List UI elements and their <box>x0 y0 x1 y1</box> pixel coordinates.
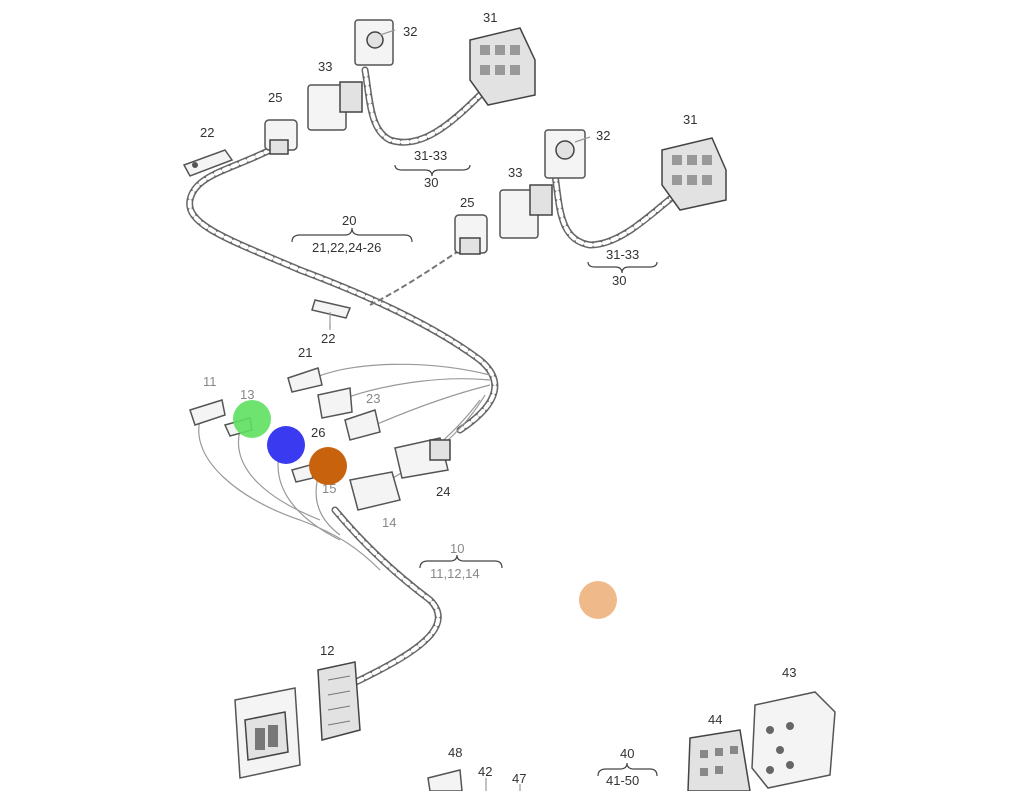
label-10: 10 <box>450 541 464 556</box>
leader-lines <box>329 29 591 330</box>
blue-marker <box>267 426 305 464</box>
label-41-50: 41-50 <box>606 773 639 788</box>
brace-30-top <box>394 164 471 177</box>
label-48: 48 <box>448 745 462 760</box>
label-47: 47 <box>512 771 526 786</box>
part-31-top <box>469 27 536 106</box>
label-12: 12 <box>320 643 334 658</box>
peach-marker <box>579 581 617 619</box>
label-32-mid: 32 <box>596 128 610 143</box>
brace-20 <box>291 227 413 243</box>
upper-harness-branch-2 <box>551 171 679 249</box>
orange-marker <box>309 447 347 485</box>
label-31-33-top: 31-33 <box>414 148 447 163</box>
label-14: 14 <box>382 515 396 530</box>
label-25-mid: 25 <box>460 195 474 210</box>
part-32-mid <box>544 129 586 179</box>
brace-30-mid <box>587 261 658 274</box>
label-24: 24 <box>436 484 450 499</box>
part-21 <box>287 367 323 393</box>
label-20: 20 <box>342 213 356 228</box>
label-33-top: 33 <box>318 59 332 74</box>
upper-harness-branch-1 <box>361 66 484 146</box>
label-26: 26 <box>311 425 325 440</box>
label-22-top: 22 <box>200 125 214 140</box>
label-40: 40 <box>620 746 634 761</box>
label-32-top: 32 <box>403 24 417 39</box>
part-22-top <box>182 149 234 177</box>
label-42: 42 <box>478 764 492 779</box>
label-23: 23 <box>366 391 380 406</box>
label-31-33-mid: 31-33 <box>606 247 639 262</box>
green-marker <box>233 400 271 438</box>
label-43: 43 <box>782 665 796 680</box>
label-11-12-14: 11,12,14 <box>430 566 480 581</box>
label-13: 13 <box>240 387 254 402</box>
label-22-mid: 22 <box>321 331 335 346</box>
part-33-mid <box>499 184 553 239</box>
brace-40 <box>597 762 658 777</box>
switch-panel <box>234 687 301 779</box>
part-44-base <box>687 729 751 791</box>
part-43-relay <box>751 691 836 789</box>
part-labels: 22 25 33 32 31 31-33 30 20 21,22,24-26 2… <box>200 10 796 788</box>
part-48 <box>427 769 463 791</box>
branch-wire-25 <box>369 249 461 306</box>
part-25-top <box>264 119 298 155</box>
part-32-top <box>354 19 394 66</box>
label-31-top: 31 <box>483 10 497 25</box>
part-22-mid <box>311 299 352 328</box>
brace-10 <box>419 554 503 569</box>
label-25-top: 25 <box>268 90 282 105</box>
label-21-22-24-26: 21,22,24-26 <box>312 240 381 255</box>
part-unnamed-1 <box>317 387 353 419</box>
part-31-mid <box>661 137 727 211</box>
part-24 <box>394 437 451 479</box>
overlay-markers <box>233 400 617 619</box>
label-33-mid: 33 <box>508 165 522 180</box>
part-25-mid <box>454 214 488 255</box>
label-44: 44 <box>708 712 722 727</box>
label-31-mid: 31 <box>683 112 697 127</box>
label-30-mid: 30 <box>612 273 626 288</box>
part-14 <box>349 471 401 511</box>
label-11: 11 <box>203 374 217 389</box>
label-21: 21 <box>298 345 312 360</box>
label-30-top: 30 <box>424 175 438 190</box>
part-33-top <box>307 81 363 131</box>
part-23 <box>344 409 381 441</box>
part-small-15 <box>291 464 314 483</box>
part-12 <box>317 661 361 741</box>
part-11-left <box>189 399 226 426</box>
